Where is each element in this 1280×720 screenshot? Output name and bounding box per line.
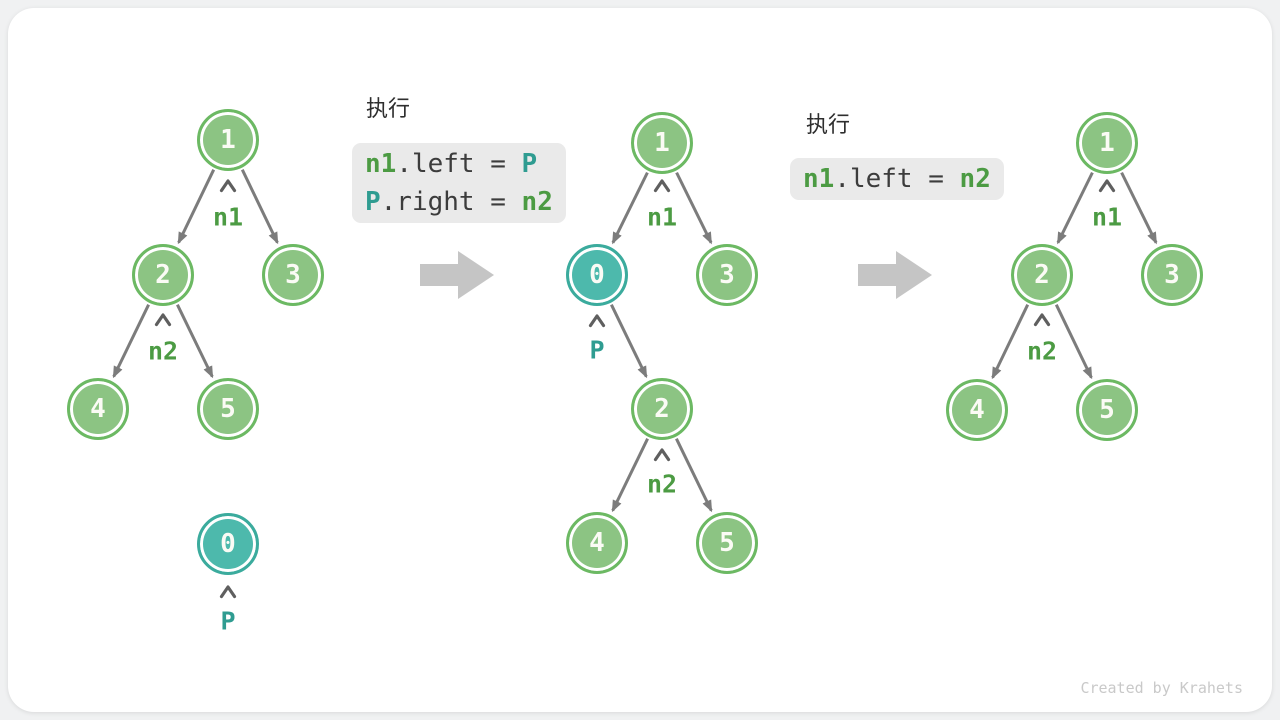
code-token: .right =: [380, 187, 522, 217]
panel-step-1-heading: 执行: [366, 97, 411, 122]
code-token: .left =: [834, 164, 960, 194]
pointer-caret-up-icon: [1033, 313, 1051, 327]
right-block-arrow-icon: [420, 251, 494, 299]
tree-edge: [675, 171, 713, 245]
pointer-caret-up-icon: [219, 585, 237, 599]
pointer-label-n2: n2: [1026, 336, 1058, 366]
pointer-caret-up-icon: [653, 179, 671, 193]
pointer-label-P: P: [220, 606, 236, 636]
pointer-caret-up-icon: [588, 314, 606, 328]
code-token: P: [365, 187, 381, 217]
tree-node-tree-after-insert-2: 2: [631, 378, 693, 440]
tree-node-tree-initial-4: 4: [67, 378, 129, 440]
pointer-label-n1: n1: [212, 202, 244, 232]
tree-edge: [1120, 171, 1158, 245]
code-token: P: [521, 149, 538, 179]
code-line: n1.left = n2: [803, 160, 991, 198]
code-token: n1: [365, 149, 397, 179]
tree-node-tree-after-remove-2: 2: [1011, 244, 1073, 306]
tree-edge: [176, 304, 214, 379]
tree-node-tree-after-insert-1: 1: [631, 112, 693, 174]
tree-node-tree-after-remove-5: 5: [1076, 379, 1138, 441]
tree-edge: [112, 304, 150, 379]
pointer-caret-up-icon: [653, 448, 671, 462]
tree-edge: [611, 438, 649, 513]
pointer-caret-up-icon: [1098, 179, 1116, 193]
code-token: n2: [959, 164, 991, 194]
pointer-label-n1: n1: [1091, 202, 1123, 232]
tree-node-tree-initial-2: 2: [132, 244, 194, 306]
panel-step-2-code: n1.left = n2: [790, 158, 1004, 200]
right-block-arrow-icon: [858, 251, 932, 299]
tree-node-tree-after-insert-3: 3: [696, 244, 758, 306]
code-token: n1: [803, 164, 835, 194]
tree-node-tree-after-remove-1: 1: [1076, 112, 1138, 174]
code-token: .left =: [396, 149, 522, 179]
pointer-caret-up-icon: [154, 313, 172, 327]
code-line: n1.left = P: [365, 145, 553, 183]
watermark: Created by Krahets: [1080, 679, 1243, 697]
pointer-label-n1: n1: [646, 202, 678, 232]
pointer-label-n2: n2: [147, 336, 179, 366]
pointer-caret-up-icon: [219, 179, 237, 193]
tree-node-tree-initial-3: 3: [262, 244, 324, 306]
pointer-label-P: P: [589, 335, 605, 365]
tree-node-tree-after-insert-5: 5: [696, 512, 758, 574]
panel-step-2-heading: 执行: [806, 113, 851, 138]
tree-edge: [1056, 171, 1094, 245]
tree-node-tree-initial-5: 5: [197, 378, 259, 440]
tree-node-tree-initial-0: 0: [197, 513, 259, 575]
tree-edge: [610, 304, 648, 379]
code-line: P.right = n2: [365, 183, 553, 221]
tree-node-tree-after-remove-4: 4: [946, 379, 1008, 441]
tree-edge: [611, 171, 649, 245]
tree-node-tree-after-insert-4: 4: [566, 512, 628, 574]
tree-edge: [991, 304, 1030, 380]
tree-edge: [240, 169, 279, 245]
tree-edge: [1054, 304, 1093, 380]
tree-node-tree-initial-1: 1: [197, 109, 259, 171]
tree-edge: [177, 169, 216, 245]
pointer-label-n2: n2: [646, 469, 678, 499]
code-token: n2: [521, 187, 553, 217]
tree-edge: [675, 438, 713, 513]
tree-node-tree-after-insert-0: 0: [566, 244, 628, 306]
tree-node-tree-after-remove-3: 3: [1141, 244, 1203, 306]
